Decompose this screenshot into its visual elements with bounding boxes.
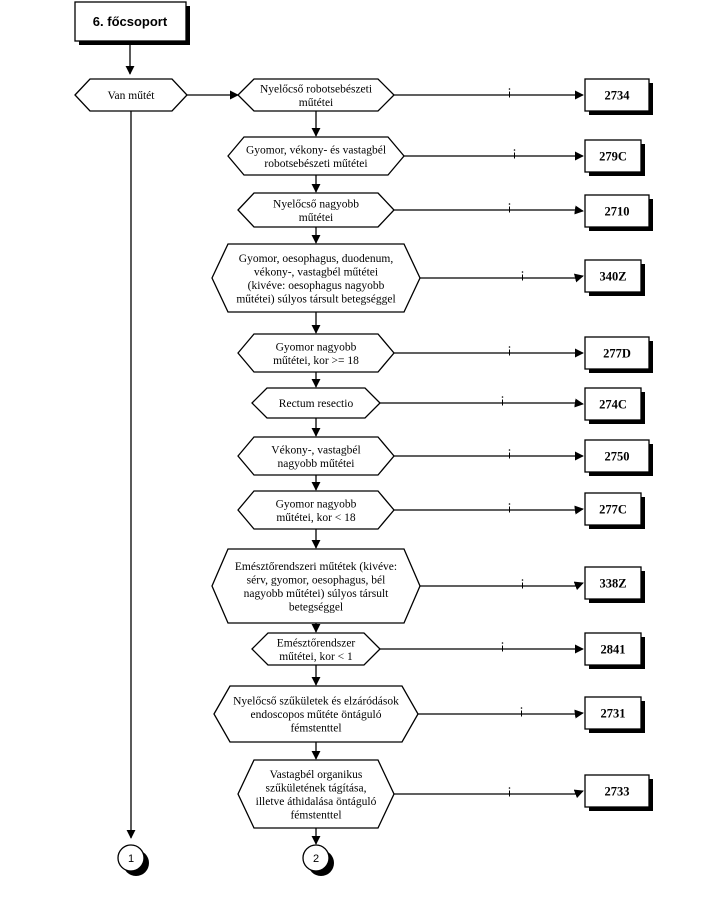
edge-label-i-dot bbox=[508, 346, 511, 348]
result-code: 2750 bbox=[605, 450, 630, 464]
result-code: 2841 bbox=[601, 643, 626, 657]
decision-338Z: Emésztőrendszeri műtétek (kivéve:sérv, g… bbox=[211, 548, 645, 633]
edge-label-i-dot bbox=[521, 579, 524, 581]
edge-label-i-dot bbox=[521, 271, 524, 273]
result-box-2710: 2710 bbox=[584, 194, 653, 231]
result-box-2733: 2733 bbox=[584, 774, 653, 811]
result-box-277D: 277D bbox=[584, 336, 653, 373]
edge-label-i-dot bbox=[508, 449, 511, 451]
edge-yes bbox=[394, 205, 584, 215]
connector-2: 2 bbox=[302, 844, 334, 876]
decision-text: Gyomor, oesophagus, duodenum,vékony-, va… bbox=[236, 253, 395, 306]
edge-label-i-dot bbox=[508, 203, 511, 205]
decision-274C: Rectum resectio 274C bbox=[251, 387, 645, 437]
result-box-338Z: 338Z bbox=[584, 566, 645, 603]
edge-label-i-dot bbox=[520, 707, 523, 709]
decision-340Z: Gyomor, oesophagus, duodenum,vékony-, va… bbox=[211, 243, 645, 334]
result-code: 340Z bbox=[599, 270, 626, 284]
edge-yes bbox=[418, 709, 584, 719]
result-box-2731: 2731 bbox=[584, 696, 645, 733]
result-code: 277D bbox=[603, 347, 631, 361]
result-box-279C: 279C bbox=[584, 139, 645, 176]
connector-1-label: 1 bbox=[128, 853, 134, 865]
decision-text: Emésztőrendszeri műtétek (kivéve:sérv, g… bbox=[235, 561, 397, 614]
result-code: 277C bbox=[599, 503, 627, 517]
edge-label-i-dot bbox=[508, 88, 511, 90]
edge-label-i-dot bbox=[508, 787, 511, 789]
result-code: 274C bbox=[599, 398, 627, 412]
edge-yes bbox=[394, 789, 584, 799]
result-box-2750: 2750 bbox=[584, 439, 653, 476]
result-code: 2733 bbox=[605, 785, 630, 799]
result-box-2734: 2734 bbox=[584, 78, 653, 115]
result-code: 279C bbox=[599, 150, 627, 164]
result-box-340Z: 340Z bbox=[584, 259, 645, 296]
start-decision: Van műtét bbox=[74, 78, 188, 112]
header-box: 6. főcsoport bbox=[74, 1, 190, 45]
decision-text: Rectum resectio bbox=[279, 398, 354, 410]
edge-yes bbox=[394, 505, 584, 515]
header-label: 6. főcsoport bbox=[93, 14, 168, 29]
edge-label-i-dot bbox=[513, 149, 516, 151]
connector-2-label: 2 bbox=[313, 853, 319, 865]
edge-label-i-dot bbox=[501, 396, 504, 398]
edge-yes bbox=[420, 273, 584, 283]
result-box-2841: 2841 bbox=[584, 632, 645, 669]
result-code: 2710 bbox=[605, 205, 630, 219]
edge-yes bbox=[380, 398, 584, 408]
connector-1: 1 bbox=[117, 844, 149, 876]
result-code: 2734 bbox=[605, 89, 631, 103]
edge-yes bbox=[420, 581, 584, 591]
result-box-274C: 274C bbox=[584, 387, 645, 424]
edge-label-i-dot bbox=[508, 503, 511, 505]
result-code: 338Z bbox=[599, 577, 626, 591]
start-decision-text: Van műtét bbox=[108, 90, 156, 102]
edge-label-i-dot bbox=[501, 642, 504, 644]
result-box-277C: 277C bbox=[584, 492, 645, 529]
result-code: 2731 bbox=[601, 707, 626, 721]
